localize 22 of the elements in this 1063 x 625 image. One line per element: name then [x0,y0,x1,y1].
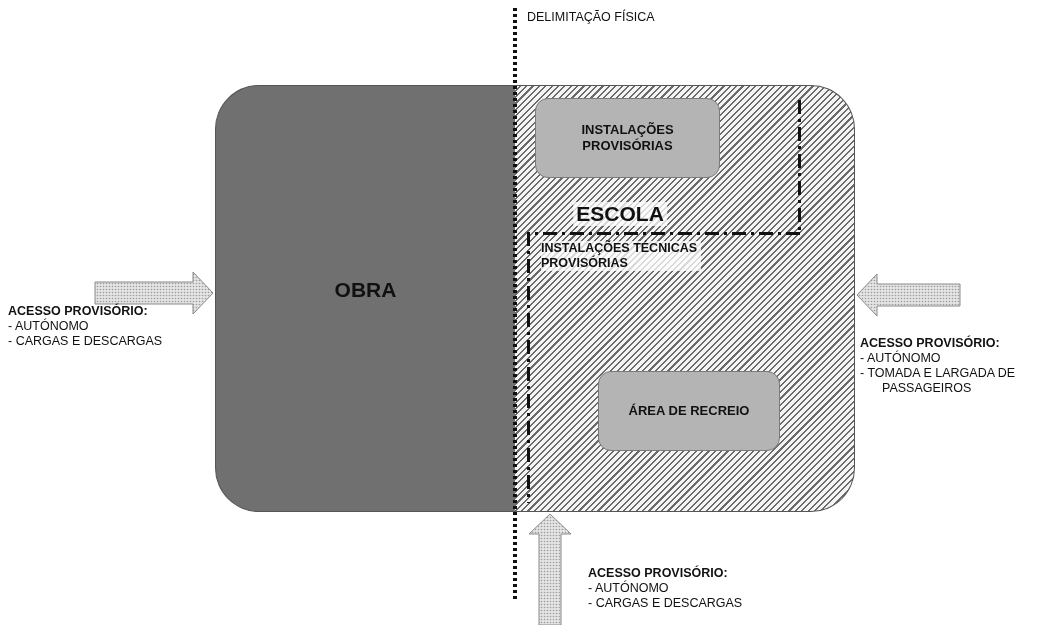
area-label: ESCOLA [573,201,667,226]
access-item: - AUTÓNOMO [588,581,670,596]
access-item: - TOMADA E LARGADA DE PASSAGEIROS [860,366,1017,396]
area-label: OBRA [334,278,397,302]
rounded-box [598,371,780,451]
boundary-label: DELIMITAÇÃO FÍSICA [527,10,655,24]
access-item: - AUTÓNOMO [8,319,90,334]
box-label: ÁREA DE RECREIO [627,403,751,419]
access-item: - AUTÓNOMO [860,351,942,366]
access-arrow [856,273,961,317]
access-arrow [528,513,572,625]
access-heading: ACESSO PROVISÓRIO: [588,566,729,580]
site-area [215,85,515,512]
access-item: - CARGAS E DESCARGAS [8,334,164,349]
access-heading: ACESSO PROVISÓRIO: [860,336,1001,350]
box-label: INSTALAÇÕES PROVISÓRIAS [580,122,675,154]
area-label: INSTALAÇÕES TÉCNICAS PROVISÓRIAS [541,241,701,271]
rounded-box [535,98,720,178]
access-arrow [94,271,214,315]
access-heading: ACESSO PROVISÓRIO: [8,304,149,318]
school-area [515,85,855,512]
access-item: - CARGAS E DESCARGAS [588,596,744,611]
